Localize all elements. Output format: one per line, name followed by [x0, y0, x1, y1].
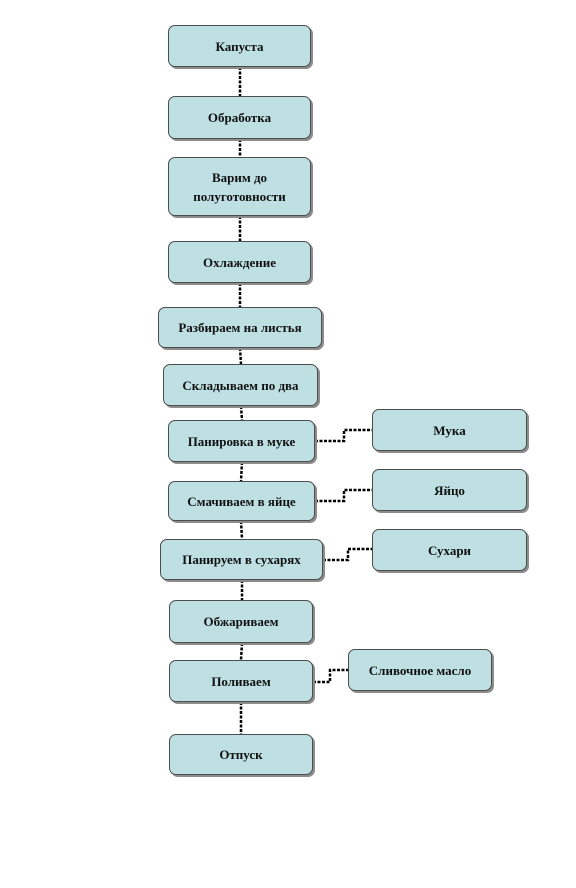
step-smachivaem: Смачиваем в яйце: [168, 481, 315, 521]
step-okhlazhdenie: Охлаждение: [168, 241, 311, 283]
connector-skladyvaem-panirovka: [239, 405, 244, 421]
connector-muka: [315, 428, 372, 443]
step-paniruem: Панируем в сухарях: [160, 539, 323, 580]
ingredient-sukhari: Сухари: [372, 529, 527, 571]
step-panirovka: Панировка в муке: [168, 420, 315, 462]
step-skladyvaem: Складываем по два: [163, 364, 318, 406]
connector-razbiraem-skladyvaem: [238, 347, 243, 365]
step-kapusta: Капуста: [168, 25, 311, 67]
ingredient-yaitso: Яйцо: [372, 469, 527, 511]
step-otpusk: Отпуск: [169, 734, 313, 775]
step-obrabotka: Обработка: [168, 96, 311, 139]
ingredient-muka: Мука: [372, 409, 527, 451]
connector-slivochnoe-maslo: [313, 668, 348, 684]
connector-yaitso: [315, 488, 372, 503]
connector-sukhari: [323, 547, 372, 562]
connector-smachivaem-paniruem: [239, 520, 244, 540]
connector-panirovka-smachivaem: [239, 461, 244, 482]
step-razbiraem: Разбираем на листья: [158, 307, 322, 348]
ingredient-slivochnoe-maslo: Сливочное масло: [348, 649, 492, 691]
step-obzharivaem: Обжариваем: [169, 600, 313, 643]
step-varim: Варим до полуготовности: [168, 157, 311, 216]
step-polivaem: Поливаем: [169, 660, 313, 702]
connector-obzharivaem-polivaem: [239, 642, 244, 661]
